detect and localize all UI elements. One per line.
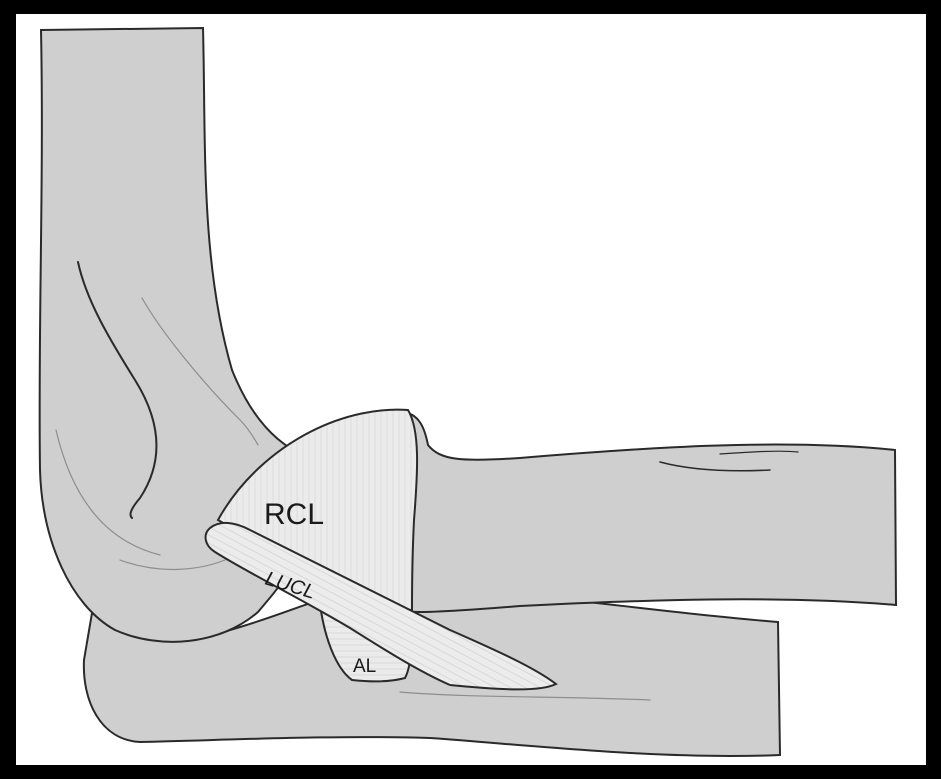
al-label: AL	[353, 656, 376, 677]
rcl-label: RCL	[264, 498, 324, 531]
